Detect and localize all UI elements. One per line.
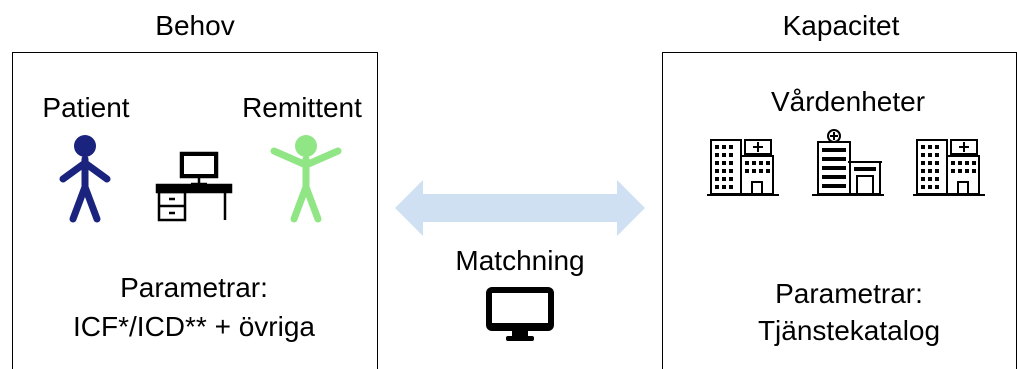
right-params-label: Parametrar: — [775, 278, 923, 309]
right-panel-title: Kapacitet — [782, 10, 900, 41]
computer-desk-icon — [155, 151, 233, 222]
hospital-complex-icon — [812, 129, 884, 196]
matching-label: Matchning — [455, 245, 585, 276]
hospital-building-icon — [707, 139, 779, 196]
referrer-icon — [270, 135, 342, 223]
left-panel — [12, 52, 378, 369]
left-params-value: ICF*/ICD** + övriga — [73, 311, 315, 342]
monitor-icon — [486, 287, 554, 341]
referrer-label: Remittent — [242, 92, 362, 123]
patient-label: Patient — [42, 92, 130, 123]
matching-arrow — [395, 180, 645, 236]
left-panel-title: Behov — [155, 10, 235, 41]
left-params-label: Parametrar: — [120, 272, 268, 303]
right-params-value: Tjänstekatalog — [757, 315, 941, 346]
care-units-label: Vårdenheter — [770, 86, 926, 117]
hospital-building-icon — [913, 139, 985, 196]
patient-icon — [59, 135, 111, 223]
